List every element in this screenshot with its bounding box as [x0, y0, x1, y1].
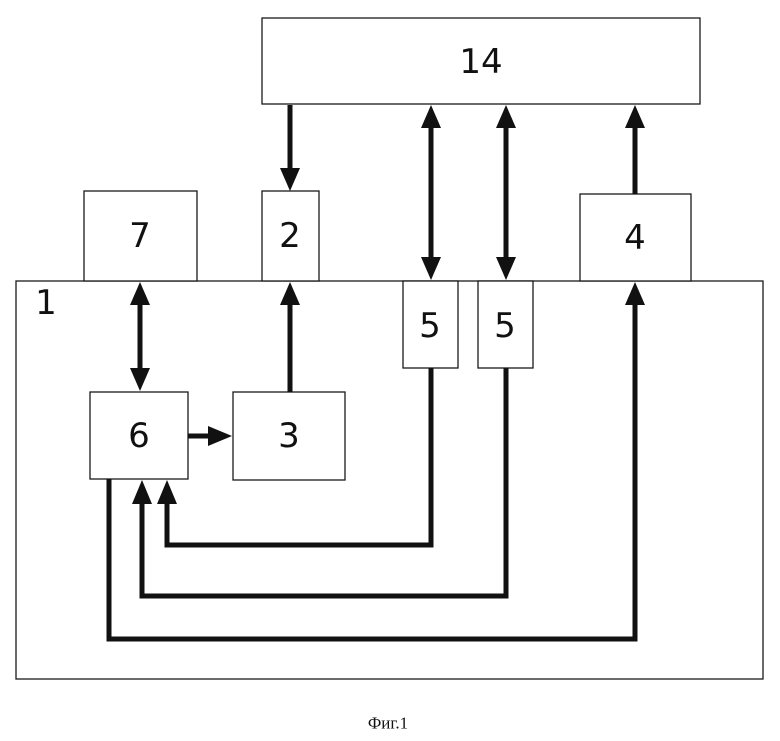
block-7-label: 7: [129, 216, 151, 256]
block-3-label: 3: [278, 416, 300, 456]
arrow-5-left-to-14: [421, 105, 441, 280]
arrow-6-to-4: [109, 282, 645, 639]
housing-1-label: 1: [35, 283, 57, 323]
block-5-right-label: 5: [494, 306, 516, 346]
block-14-label: 14: [459, 42, 502, 82]
arrow-7-to-6: [130, 282, 150, 391]
arrow-3-to-2: [280, 282, 300, 392]
arrow-6-to-3: [188, 426, 232, 446]
block-6-label: 6: [128, 416, 150, 456]
arrow-5-right-to-14: [496, 105, 516, 280]
figure-caption: Фиг.1: [368, 714, 408, 733]
arrow-14-to-2: [280, 105, 300, 191]
block-5-left-label: 5: [419, 306, 441, 346]
housing-1-frame: [16, 281, 763, 679]
block-2-label: 2: [279, 216, 301, 256]
block-4-label: 4: [624, 218, 646, 258]
arrow-4-to-14: [625, 105, 645, 194]
